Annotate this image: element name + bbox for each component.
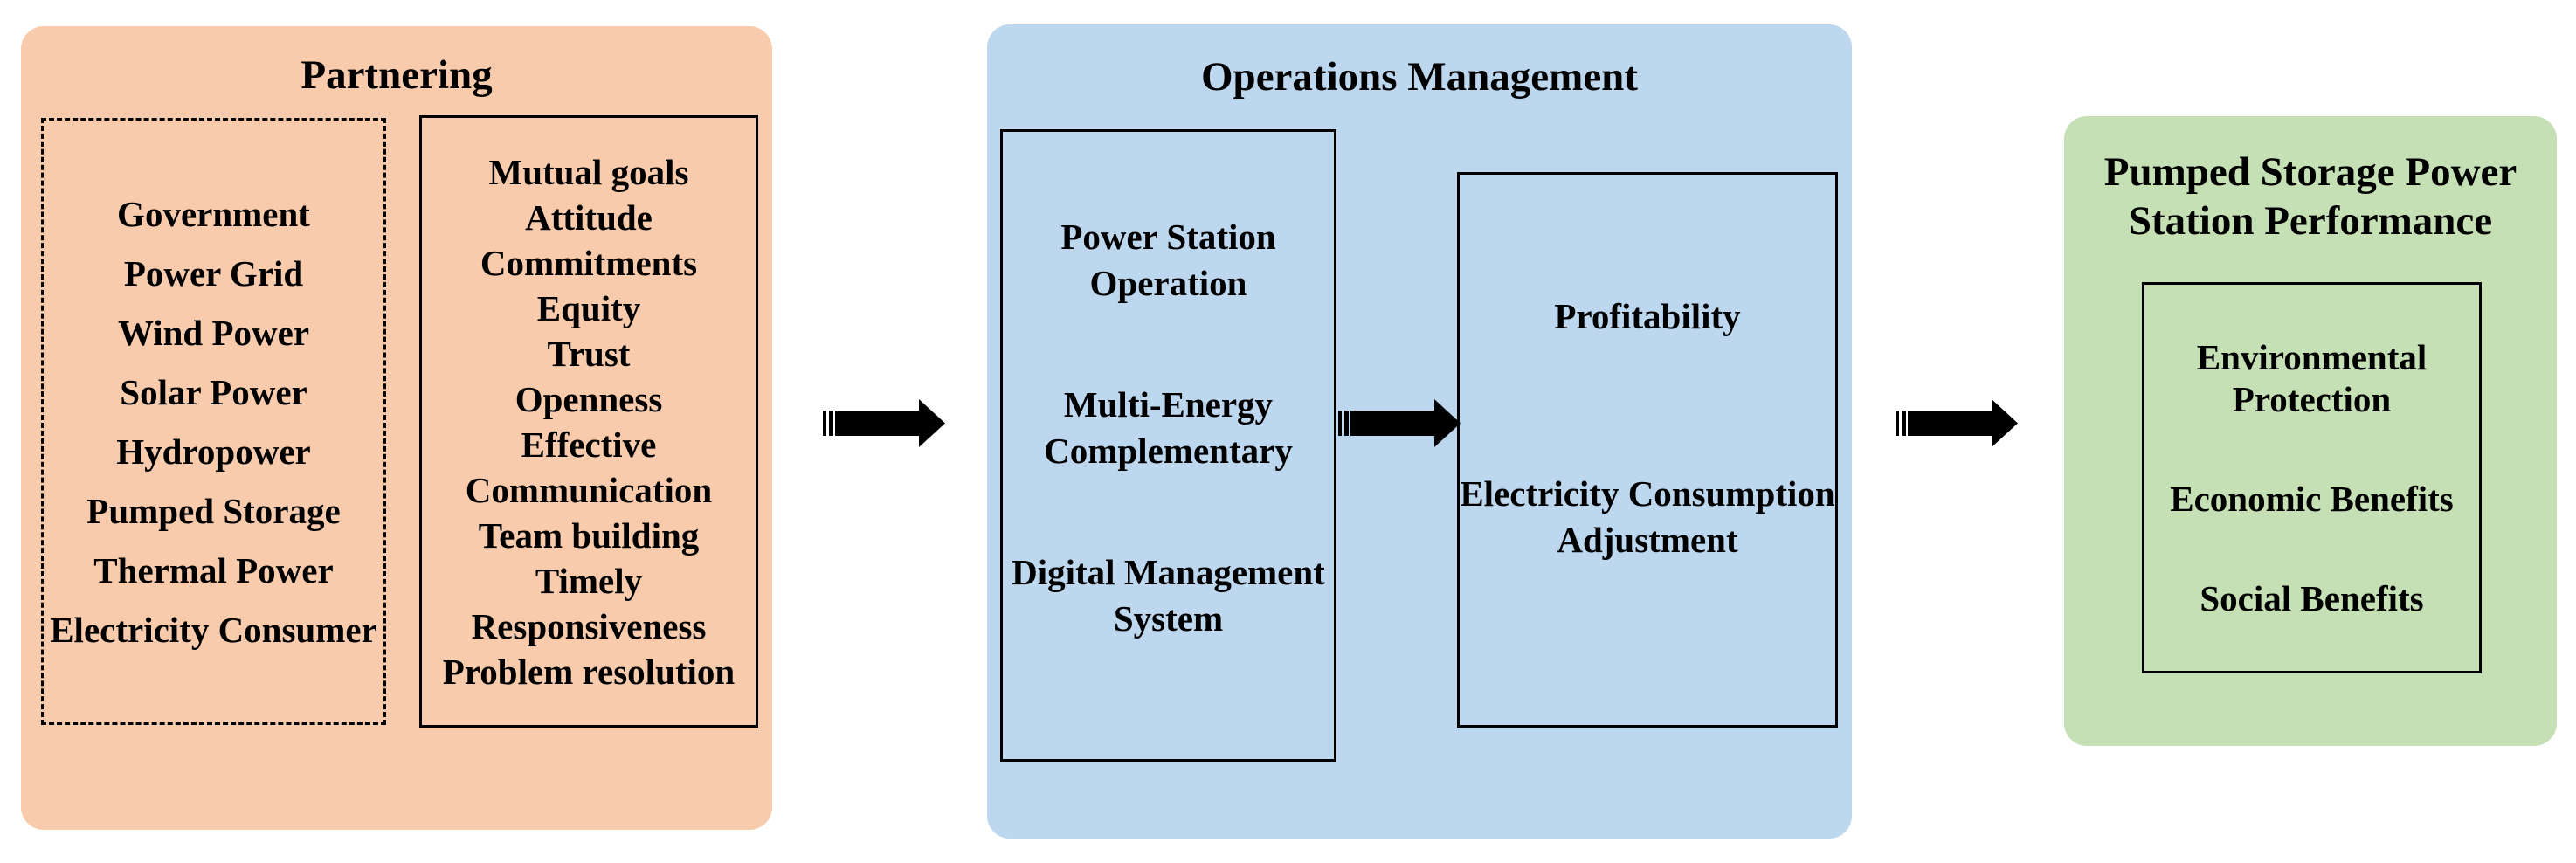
stakeholder-item: Pumped Storage bbox=[86, 490, 341, 531]
stakeholder-item: Power Grid bbox=[123, 252, 304, 293]
power-station-operation-box: Power Station Operation Multi-Energy Com… bbox=[1000, 129, 1336, 762]
profit-box-item-line: Adjustment bbox=[1557, 519, 1738, 560]
partnering-panel: Partnering Government Power Grid Wind Po… bbox=[21, 26, 772, 830]
operations-panel: Operations Management Power Station Oper… bbox=[987, 24, 1852, 839]
station-box-item-line: Digital Management bbox=[1012, 552, 1325, 592]
attribute-item: Problem resolution bbox=[442, 651, 736, 692]
performance-title: Pumped Storage Power Station Performance bbox=[2064, 116, 2557, 245]
performance-panel: Pumped Storage Power Station Performance… bbox=[2064, 116, 2557, 746]
profit-box-item: Electricity Consumption Adjustment bbox=[1460, 471, 1834, 563]
performance-title-line: Pumped Storage Power bbox=[2103, 149, 2517, 195]
benefits-box: Environmental Protection Economic Benefi… bbox=[2142, 282, 2482, 673]
benefit-item: Social Benefits bbox=[2200, 577, 2423, 619]
attribute-item: Team building bbox=[478, 514, 700, 556]
station-box-item-line: Power Station bbox=[1060, 217, 1276, 257]
benefit-item-line: Economic Benefits bbox=[2170, 479, 2454, 519]
flow-arrow-icon bbox=[1896, 399, 2018, 447]
benefit-item: Environmental Protection bbox=[2197, 336, 2428, 420]
station-box-item-line: Multi-Energy bbox=[1063, 384, 1274, 425]
benefit-item-line: Environmental bbox=[2196, 337, 2428, 377]
profit-box-item: Profitability bbox=[1554, 293, 1740, 340]
attribute-item: Timely bbox=[535, 560, 643, 601]
profit-box-item-line: Electricity Consumption bbox=[1460, 473, 1835, 514]
stakeholder-item: Government bbox=[117, 193, 310, 234]
flow-arrow-icon bbox=[823, 399, 945, 447]
stakeholder-item: Hydropower bbox=[116, 431, 311, 472]
station-box-item: Power Station Operation bbox=[1060, 214, 1275, 307]
station-box-item-line: Complementary bbox=[1044, 431, 1293, 471]
stakeholder-item: Solar Power bbox=[120, 371, 307, 412]
benefit-item-line: Social Benefits bbox=[2200, 578, 2424, 618]
attributes-box: Mutual goals Attitude Commitments Equity… bbox=[419, 115, 758, 728]
stakeholder-item: Electricity Consumer bbox=[50, 609, 377, 650]
station-box-item-line: Operation bbox=[1089, 263, 1247, 303]
flow-arrow-icon bbox=[1338, 399, 1461, 447]
attribute-item: Equity bbox=[536, 287, 641, 328]
attribute-item: Mutual goals bbox=[488, 151, 689, 192]
attribute-item: Commitments bbox=[480, 242, 698, 283]
benefit-item-line: Protection bbox=[2232, 379, 2392, 419]
station-box-item: Multi-Energy Complementary bbox=[1044, 382, 1293, 474]
stakeholders-box: Government Power Grid Wind Power Solar P… bbox=[41, 118, 386, 725]
attribute-item: Trust bbox=[547, 333, 631, 374]
profitability-box: Profitability Electricity Consumption Ad… bbox=[1457, 172, 1838, 728]
operations-title: Operations Management bbox=[1201, 54, 1638, 100]
station-box-item-line: System bbox=[1113, 598, 1224, 639]
partnering-title: Partnering bbox=[300, 52, 493, 98]
stakeholder-item: Thermal Power bbox=[93, 549, 334, 590]
attribute-item: Communication bbox=[465, 469, 713, 510]
performance-title-line: Station Performance bbox=[2128, 198, 2493, 244]
profit-box-item-line: Profitability bbox=[1554, 295, 1741, 336]
attribute-item: Attitude bbox=[525, 197, 653, 238]
stakeholder-item: Wind Power bbox=[117, 312, 310, 353]
attribute-item: Openness bbox=[515, 378, 663, 419]
station-box-item: Digital Management System bbox=[1012, 549, 1325, 642]
attribute-item: Effective bbox=[521, 424, 657, 465]
benefit-item: Economic Benefits bbox=[2170, 478, 2454, 520]
attribute-item: Responsiveness bbox=[471, 605, 707, 646]
